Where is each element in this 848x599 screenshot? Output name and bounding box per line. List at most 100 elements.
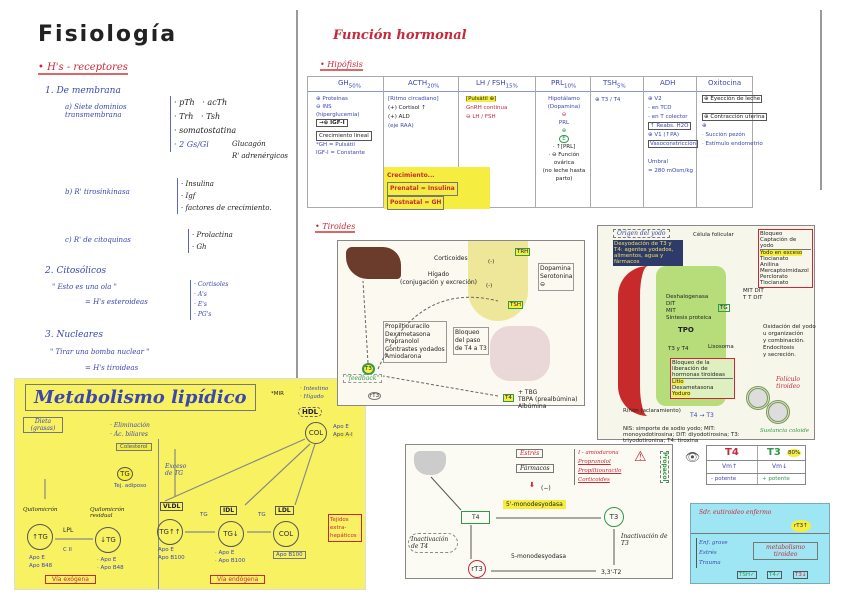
- column-divider: [458, 77, 459, 207]
- t4-header: T4: [725, 447, 739, 458]
- vldl-label: VLDL: [160, 502, 184, 511]
- t3t4-label: T3 y T4: [668, 346, 689, 352]
- t3-header: T3: [767, 447, 781, 458]
- lab-t3: T3↓: [793, 571, 809, 579]
- tiroides-figure-1: Hígado(conjugación y excreción) Corticoi…: [337, 240, 585, 410]
- t4-t3-conversion: T4 → T3: [690, 412, 714, 419]
- funcion-hormonal-title: Función hormonal: [333, 28, 467, 43]
- column-divider: [590, 77, 591, 207]
- list-siete-dominios: · pTh · acTh · Trh · Tsh · somatostatina…: [170, 96, 260, 152]
- metabolismo-tiroideo: metabolismo tiroideo: [753, 542, 818, 560]
- quilomicron-label: Quilomicrón: [23, 507, 58, 513]
- column-divider: [643, 77, 644, 207]
- feedback-label: "feedback": [343, 374, 383, 383]
- tg-adiposo: TG: [117, 467, 133, 481]
- t3-vm: Vm↓: [772, 463, 787, 470]
- header-adh: ADH: [660, 79, 676, 87]
- t4-potencia: - potente: [711, 476, 737, 482]
- t4-vm: Vm↑: [722, 463, 737, 470]
- apo-idl: · Apo E· Apo B100: [215, 550, 246, 564]
- dieta-label: Dieta (grasas): [23, 417, 63, 433]
- quilomicron-residual-circle: ↓TG: [95, 527, 121, 553]
- heading-nucleares: 3. Nucleares: [45, 330, 103, 340]
- tsh-label: TSH: [508, 301, 523, 309]
- t3-circle: T3: [604, 507, 624, 527]
- propacol-mnemonic: Propacol: [660, 451, 669, 483]
- hdl-source: · Intestino· Hígado: [300, 386, 329, 400]
- header-acth: ACTH20%: [408, 79, 440, 90]
- quote-ola: " Esto es una ola ": [52, 283, 117, 291]
- tg-out-1: TG: [200, 512, 208, 518]
- idl-circle: TG↓: [218, 521, 244, 547]
- mir-note: *MIR: [271, 391, 284, 397]
- estres-label: Estrés: [516, 449, 544, 458]
- lab-tsh: TSH✓: [737, 571, 757, 579]
- lpl-label: LPL: [63, 527, 74, 534]
- follicle-1: [746, 386, 770, 410]
- header-lhfsh: LH / FSH15%: [476, 79, 518, 90]
- panel-divider: [691, 533, 829, 534]
- eliminacion-list: · Eliminación· Ác. biliares: [110, 422, 150, 438]
- fig1-arrows: [362, 280, 499, 397]
- ldl-label: LDL: [275, 506, 294, 515]
- header-gh: GH50%: [338, 79, 361, 90]
- eutiroideo-title: Sdr. eutiroideo enfermo: [699, 509, 772, 516]
- hipofisis-table: GH50% ACTH20% LH / FSH15% PRL10% TSH5% A…: [307, 76, 767, 210]
- list-esteroideas: · Cortisoles· A's· E's· PG's: [190, 280, 228, 320]
- tg-label: TG: [718, 304, 730, 312]
- apo-quilo-res: · Apo E· Apo B48: [97, 557, 124, 571]
- t4-label: T4: [503, 394, 514, 402]
- apo-ldl: Apo B100: [273, 551, 306, 559]
- column-divider: [383, 77, 384, 207]
- lipid-title: Metabolismo lipídico: [25, 384, 256, 411]
- exceso-tg: Exceso de TG: [165, 463, 187, 477]
- via-divider: [158, 439, 159, 589]
- crecimiento-box: Crecimiento... Prenatal = Insulina Postn…: [384, 167, 490, 210]
- quote-bomba: " Tirar una bomba nuclear ": [50, 348, 150, 356]
- rt3-label: rT3: [368, 392, 382, 400]
- tej-adiposo-label: Tej. adiposo: [114, 483, 147, 489]
- lipid-panel: Metabolismo lipídico *MIR Dieta (grasas)…: [14, 378, 366, 590]
- cell-acth: [Ritmo circadiano](+) Cortisol ↑(+) ALD(…: [388, 96, 439, 129]
- monodesyodasa-5prime: 5'-monodesyodasa: [503, 500, 566, 509]
- cell-adh: ⊕ V2- en TCD- en T colector↑ Reabs. H2O⊕…: [648, 96, 699, 174]
- row-divider: [707, 473, 805, 474]
- trh-label: TRH: [515, 248, 531, 256]
- higado-label: Hígado(conjugación y excreción): [400, 271, 478, 286]
- thyroid-gland-image: [490, 326, 550, 381]
- lab-t4: T4✓: [767, 571, 783, 579]
- tiroides-figure-2: Origen del yodo Desyodación de T3 y T4: …: [597, 225, 816, 444]
- warning-icon: ⚠: [634, 449, 647, 465]
- monodesyodasa-5: 5-monodesyodasa: [511, 553, 567, 560]
- t4-box: T4: [461, 511, 491, 524]
- inactivacion-t3: Inactivación de T3: [621, 533, 668, 547]
- t3-potencia: + potente: [762, 476, 790, 482]
- inactivacion-t4: Inactivación de T4: [408, 533, 458, 553]
- heading-citosolicos: 2. Citosólicos: [45, 266, 107, 276]
- heading-membrana: 1. De membrana: [45, 86, 121, 96]
- rinon-label: Riñón (aclaramiento): [623, 408, 681, 414]
- tejidos-extrahepaticos: Tejidos extra-hepáticos: [328, 514, 362, 542]
- bloqueo-liberacion: Bloqueo de la liberación de hormonas tir…: [670, 358, 735, 399]
- lisosoma-label: Lisosoma: [708, 344, 734, 350]
- header-oxitocina: Oxitocina: [708, 79, 742, 87]
- inhib-label: (−): [541, 485, 551, 492]
- eye-icon: 👁: [685, 450, 701, 464]
- section-receptores: • H's - receptores: [38, 62, 128, 75]
- foliculo-label: Folículo tiroideo: [775, 376, 801, 390]
- inhib-1: (-): [488, 259, 495, 265]
- header-tsh: TSH5%: [603, 79, 626, 90]
- follicle-2: [766, 400, 790, 424]
- text-esteroideas: = H's esteroideas: [85, 298, 148, 306]
- blood-vessel-image: [618, 266, 658, 416]
- text-tirosinkinasa: b) R' tirosinkinasa: [65, 188, 130, 196]
- corticoides-label: Corticoides: [434, 255, 468, 262]
- tg-out-2: TG: [258, 512, 266, 518]
